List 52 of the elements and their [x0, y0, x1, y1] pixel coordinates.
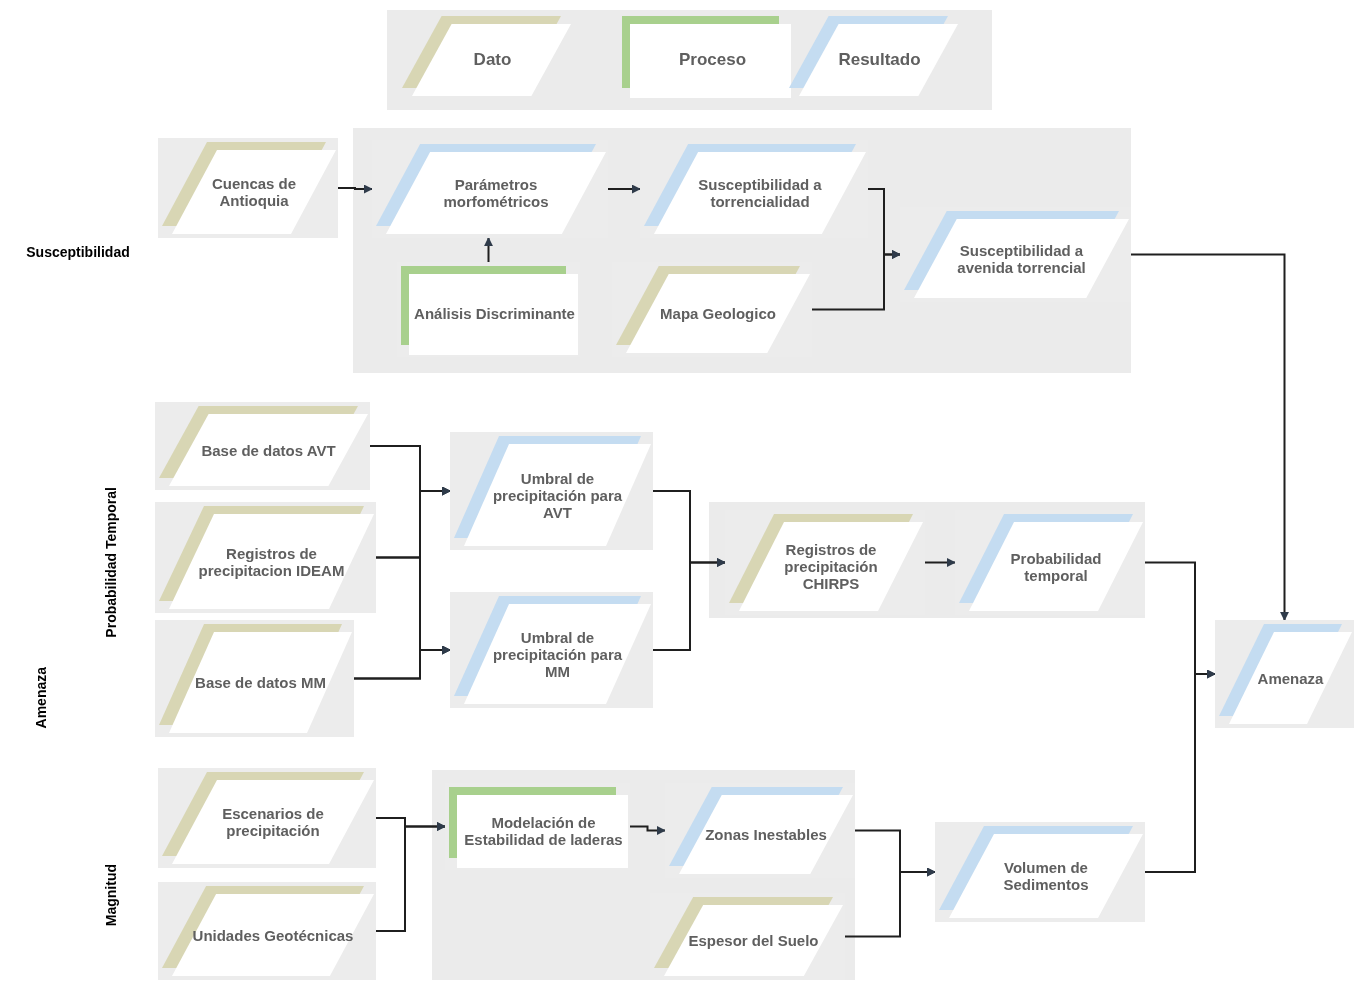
data-parallelogram	[158, 768, 376, 868]
result-parallelogram	[450, 432, 653, 550]
node-label: Volumen de Sedimentos	[1002, 859, 1090, 893]
node-label: Registros de precipitación CHIRPS	[783, 541, 879, 592]
node-label: Mapa Geologico	[660, 305, 776, 322]
node-label: Base de datos MM	[195, 674, 326, 691]
arrow	[811, 250, 901, 311]
result-parallelogram	[450, 592, 653, 708]
node-label: Cuencas de Antioquia	[210, 175, 298, 209]
arrow	[652, 558, 726, 651]
arrow	[1130, 253, 1289, 621]
group-panel	[432, 770, 855, 980]
node-label: Espesor del Suelo	[688, 932, 819, 949]
node-label: Registros de precipitacion IDEAM	[197, 544, 346, 579]
data-parallelogram	[158, 138, 338, 238]
arrow	[353, 645, 451, 680]
section-label: Probabilidad Temporal	[101, 487, 120, 638]
node-label: Umbral de precipitación para AVT	[491, 469, 624, 521]
arrow	[484, 237, 493, 263]
data-parallelogram	[158, 882, 376, 980]
node-label: Base de datos AVT	[201, 441, 336, 459]
legend-label: Proceso	[678, 49, 747, 72]
legend-label: Dato	[473, 49, 512, 72]
result-parallelogram	[935, 822, 1145, 922]
node-label: Parámetros morfométricos	[442, 176, 550, 210]
node-label: Susceptibilidad a torrencialidad	[697, 176, 823, 210]
arrow	[629, 825, 666, 835]
node-label: Análisis Discriminante	[414, 305, 575, 322]
arrow	[375, 822, 446, 932]
node-label: Amenaza	[1257, 669, 1324, 687]
arrow	[844, 867, 936, 938]
legend-label: Resultado	[838, 49, 921, 72]
result-parallelogram	[1215, 620, 1354, 728]
data-parallelogram	[155, 502, 376, 613]
section-label: Magnitud	[101, 863, 120, 927]
arrow	[924, 558, 956, 567]
data-parallelogram	[155, 402, 370, 490]
node-label: Modelación de Estabilidad de laderas	[463, 813, 624, 848]
node-label: Escenarios de precipitación	[221, 805, 325, 839]
node-label: Susceptibilidad a avenida torrencial	[956, 241, 1087, 276]
arrow	[337, 184, 373, 194]
section-label: Susceptibilidad	[26, 242, 130, 262]
arrow	[1144, 669, 1216, 873]
node-label: Zonas Inestables	[705, 826, 827, 843]
data-parallelogram	[155, 620, 354, 737]
arrow	[607, 184, 641, 194]
node-label: Unidades Geotécnicas	[192, 926, 354, 944]
node-label: Umbral de precipitación para MM	[491, 628, 624, 680]
section-label: Amenaza	[31, 666, 50, 729]
group-panel	[709, 502, 1145, 618]
node-label: Probabilidad temporal	[1009, 549, 1103, 584]
group-panel	[353, 128, 1131, 373]
